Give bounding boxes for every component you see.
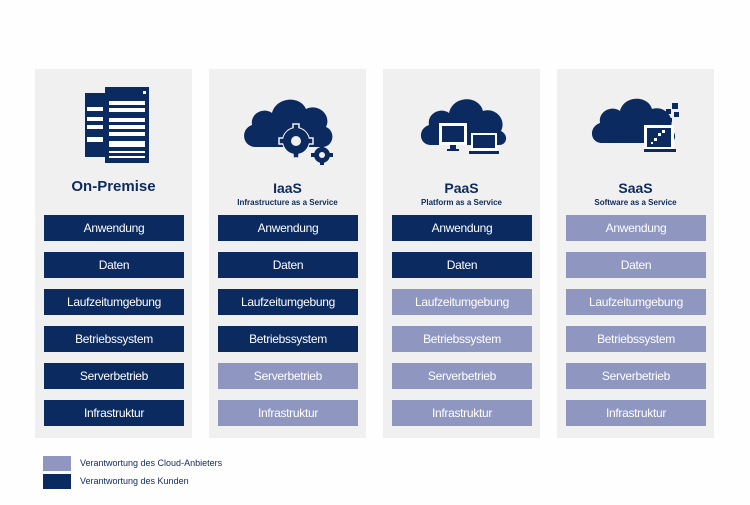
layer-anwendung: Anwendung (44, 215, 184, 241)
layer-betriebssystem: Betriebssystem (566, 326, 706, 352)
column-title: IaaS (273, 180, 302, 196)
layer-anwendung: Anwendung (392, 215, 532, 241)
column-subtitle: Infrastructure as a Service (237, 198, 338, 207)
layer-laufzeitumgebung: Laufzeitumgebung (566, 289, 706, 315)
cloud-devices-icon (383, 85, 540, 167)
layer-serverbetrieb: Serverbetrieb (218, 363, 358, 389)
legend-swatch-provider (43, 456, 71, 471)
layer-laufzeitumgebung: Laufzeitumgebung (218, 289, 358, 315)
layer-betriebssystem: Betriebssystem (218, 326, 358, 352)
layer-betriebssystem: Betriebssystem (44, 326, 184, 352)
column-subtitle: Platform as a Service (421, 198, 502, 207)
layer-betriebssystem: Betriebssystem (392, 326, 532, 352)
layer-daten: Daten (392, 252, 532, 278)
column-title: SaaS (618, 180, 653, 196)
layer-infrastruktur: Infrastruktur (392, 400, 532, 426)
server-rack-icon (35, 85, 192, 167)
layer-daten: Daten (566, 252, 706, 278)
layer-daten: Daten (44, 252, 184, 278)
cloud-gears-icon (209, 85, 366, 167)
cloud-laptop-icon (557, 85, 714, 167)
layer-serverbetrieb: Serverbetrieb (566, 363, 706, 389)
layer-serverbetrieb: Serverbetrieb (392, 363, 532, 389)
column-title: PaaS (444, 180, 479, 196)
column-iaas: IaaS Infrastructure as a Service Anwendu… (209, 69, 366, 438)
layer-serverbetrieb: Serverbetrieb (44, 363, 184, 389)
column-subtitle: Software as a Service (594, 198, 677, 207)
legend-label-customer: Verantwortung des Kunden (80, 476, 189, 486)
layer-daten: Daten (218, 252, 358, 278)
layer-infrastruktur: Infrastruktur (218, 400, 358, 426)
legend-swatch-customer (43, 474, 71, 489)
layer-anwendung: Anwendung (218, 215, 358, 241)
column-title: On-Premise (71, 178, 156, 195)
legend-label-provider: Verantwortung des Cloud-Anbieters (80, 458, 223, 468)
layer-infrastruktur: Infrastruktur (566, 400, 706, 426)
layer-anwendung: Anwendung (566, 215, 706, 241)
layer-laufzeitumgebung: Laufzeitumgebung (44, 289, 184, 315)
layer-laufzeitumgebung: Laufzeitumgebung (392, 289, 532, 315)
layer-infrastruktur: Infrastruktur (44, 400, 184, 426)
